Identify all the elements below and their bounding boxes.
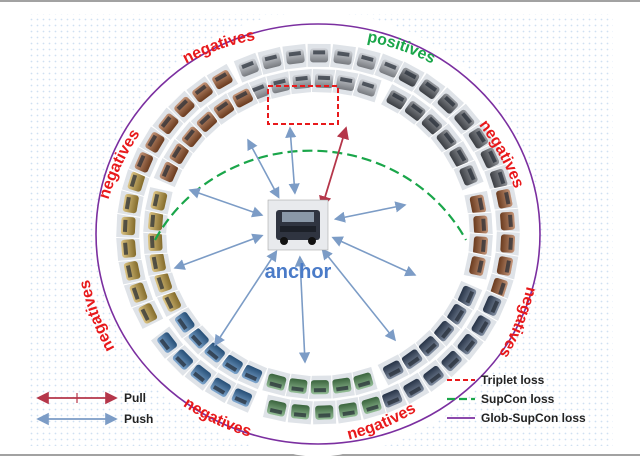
- car-thumbnail: [452, 159, 485, 192]
- car-thumbnail: [162, 136, 197, 171]
- car-thumbnail: [473, 141, 507, 175]
- push-arrow: [188, 187, 264, 218]
- car-thumbnail: [467, 232, 494, 260]
- car-thumbnail-ring: [115, 42, 521, 426]
- car-thumbnail: [396, 371, 431, 406]
- car-thumbnail: [147, 266, 180, 299]
- car-thumbnail: [286, 398, 314, 426]
- car-thumbnail: [174, 119, 210, 155]
- car-thumbnail: [184, 74, 221, 110]
- push-arrow: [214, 249, 278, 347]
- car-thumbnail: [462, 251, 493, 281]
- car-thumbnail: [232, 51, 265, 84]
- car-thumbnail: [116, 189, 146, 219]
- car-thumbnail: [142, 228, 169, 255]
- car-thumbnail: [463, 189, 493, 220]
- car-thumbnail: [143, 185, 174, 216]
- legend-glob-label: Glob-SupCon loss: [481, 411, 586, 425]
- car-thumbnail: [288, 67, 316, 96]
- car-thumbnail: [281, 42, 310, 71]
- car-thumbnail: [137, 125, 173, 160]
- car-thumbnail: [494, 207, 521, 235]
- car-thumbnail: [205, 62, 240, 97]
- legend-right: Triplet loss SupCon loss Glob-SupCon los…: [447, 373, 586, 425]
- car-thumbnail: [143, 247, 173, 278]
- glob-supcon-ring: [95, 23, 541, 445]
- car-thumbnail: [392, 60, 426, 95]
- legend-push-label: Push: [124, 412, 153, 426]
- car-thumbnail: [261, 393, 292, 424]
- car-thumbnail: [306, 42, 332, 68]
- car-thumbnail: [328, 42, 358, 72]
- car-thumbnail: [261, 366, 292, 398]
- car-thumbnail: [167, 304, 203, 340]
- pull-arrow: [319, 126, 349, 209]
- legend-left: Pull Push: [36, 391, 153, 426]
- car-thumbnail: [307, 374, 333, 400]
- push-arrow: [247, 138, 280, 199]
- car-thumbnail: [333, 395, 363, 425]
- car-thumbnail: [494, 230, 521, 257]
- push-arrow: [294, 255, 311, 364]
- car-thumbnail: [117, 255, 147, 286]
- push-arrow: [285, 126, 300, 195]
- car-thumbnail: [225, 81, 260, 115]
- push-arrow: [333, 201, 407, 223]
- car-thumbnail: [376, 353, 411, 387]
- anchor-label: anchor: [265, 261, 332, 283]
- car-thumbnail: [127, 145, 161, 179]
- car-thumbnail: [327, 371, 356, 400]
- car-thumbnail: [490, 251, 520, 281]
- car-thumbnail: [225, 381, 259, 415]
- legend-supcon-label: SupCon loss: [481, 392, 555, 406]
- car-thumbnail: [115, 212, 142, 240]
- car-thumbnail: [115, 235, 143, 262]
- car-thumbnail: [149, 325, 185, 361]
- car-thumbnail: [351, 72, 383, 104]
- car-thumbnail: [311, 399, 338, 426]
- push-arrow: [331, 236, 417, 277]
- triplet-box: [267, 85, 339, 125]
- car-thumbnail: [467, 211, 494, 239]
- car-thumbnail: [142, 207, 170, 235]
- push-arrows: [173, 126, 417, 364]
- car-thumbnail: [489, 184, 520, 214]
- legend-triplet-label: Triplet loss: [481, 373, 545, 387]
- legend-pull-label: Pull: [124, 391, 146, 405]
- anchor-image: [267, 199, 329, 251]
- car-thumbnail: [256, 45, 287, 76]
